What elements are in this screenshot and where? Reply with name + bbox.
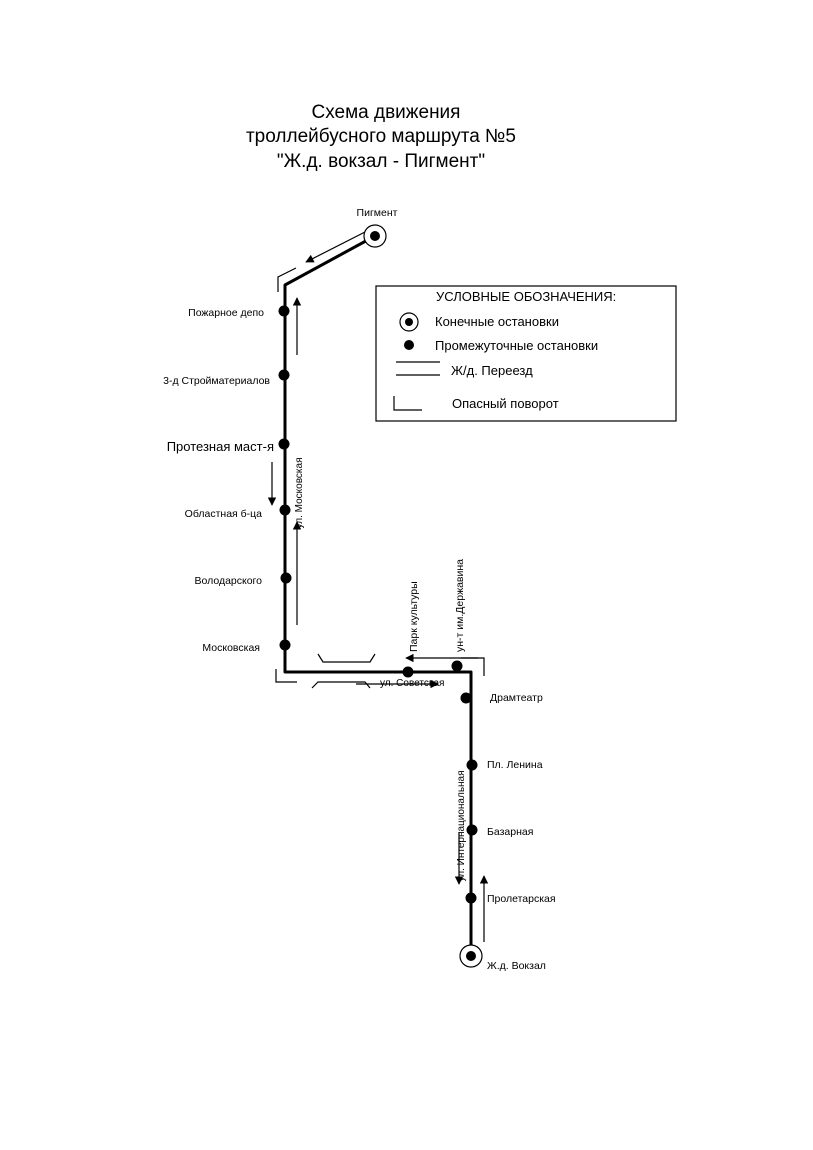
direction-arrow: [305, 231, 366, 263]
danger-turn-marker: [275, 669, 297, 683]
stop-label-pigment: Пигмент: [357, 207, 398, 219]
legend-intermediate-label: Промежуточные остановки: [435, 338, 598, 353]
legend-danger-icon: [393, 396, 422, 411]
stop-label-zhd-vokzal: Ж.д. Вокзал: [487, 960, 546, 972]
danger-turn-marker: [277, 267, 297, 292]
terminal-stop-zhd-vokzal: [459, 944, 483, 968]
railway-crossing-marker: [317, 653, 376, 663]
title-line-2: троллейбусного маршрута №5: [246, 126, 516, 147]
stop-label-moskovskaya: Московская: [202, 642, 260, 654]
legend-danger-label: Опасный поворот: [452, 396, 559, 411]
stop-label-un-t-derzhavina: ун-т им.Державина: [454, 559, 466, 652]
stop-label-proletarskaya: Пролетарская: [487, 893, 556, 905]
stop-volodarskogo: [280, 572, 292, 584]
legend-terminal-label: Конечные остановки: [435, 314, 559, 329]
stop-label-oblastnaya: Областная б-ца: [185, 508, 263, 520]
railway-crossing-marker: [311, 681, 371, 689]
stop-label-park-kultury: Парк культуры: [408, 581, 420, 652]
legend-terminal-icon: [399, 312, 419, 332]
stop-label-bazarnaya: Базарная: [487, 826, 533, 838]
stop-label-proteznaya: Протезная маст-я: [167, 439, 274, 454]
stop-label-dramteatr: Драмтеатр: [490, 692, 543, 704]
stop-pl-lenina: [466, 759, 478, 771]
terminal-stop-pigment: [363, 224, 387, 248]
legend-box: УСЛОВНЫЕ ОБОЗНАЧЕНИЯ: Конечные остановки…: [375, 285, 677, 422]
stop-label-volodarskogo: Володарского: [194, 575, 262, 587]
title-line-3: "Ж.д. вокзал - Пигмент": [277, 151, 485, 172]
title-line-1: Схема движения: [312, 102, 461, 123]
stop-bazarnaya: [466, 824, 478, 836]
stop-un-t-derzhavina: [451, 660, 463, 672]
stop-moskovskaya: [279, 639, 291, 651]
legend-railway-icon: [396, 361, 440, 376]
legend-railway-label: Ж/д. Переезд: [451, 363, 533, 378]
street-label-internatsionalnaya: ул. Интернациональная: [456, 770, 467, 881]
stop-label-stroymaterialov: 3-д Стройматериалов: [163, 375, 270, 387]
street-label-moskovskaya: ул. Московская: [294, 458, 305, 529]
stop-pozharnoe-depo: [278, 305, 290, 317]
danger-turn-marker: [461, 657, 485, 676]
stop-label-pozharnoe-depo: Пожарное депо: [188, 307, 264, 319]
stop-label-pl-lenina: Пл. Ленина: [487, 759, 543, 771]
legend-title: УСЛОВНЫЕ ОБОЗНАЧЕНИЯ:: [436, 289, 616, 304]
stop-proletarskaya: [465, 892, 477, 904]
stop-stroymaterialov: [278, 369, 290, 381]
stop-dramteatr: [460, 692, 472, 704]
stop-oblastnaya: [279, 504, 291, 516]
stop-proteznaya: [278, 438, 290, 450]
legend-intermediate-icon: [404, 340, 414, 350]
street-label-sovetskaya: ул. Советская: [380, 678, 444, 689]
stop-park-kultury: [402, 666, 414, 678]
